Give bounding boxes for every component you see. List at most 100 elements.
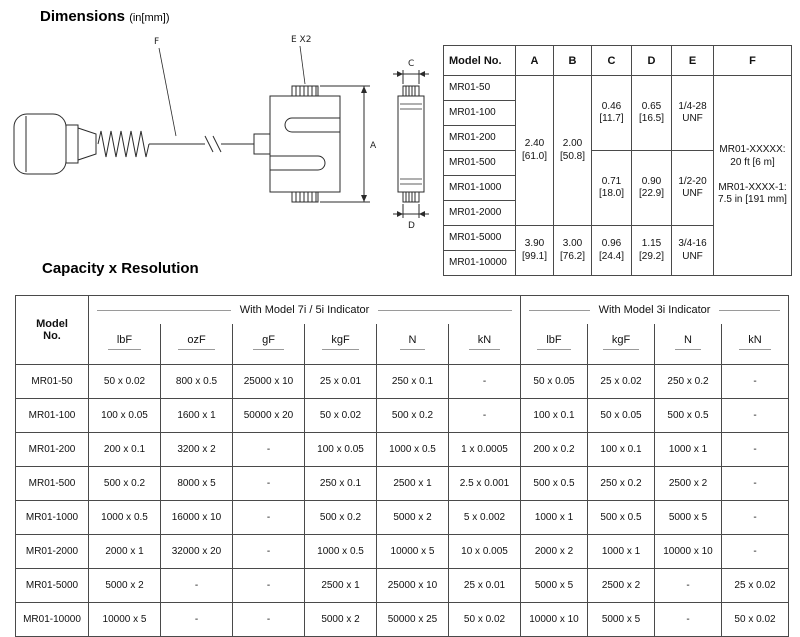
dim-model-cell: MR01-5000 xyxy=(443,225,516,251)
cap-value-cell: - xyxy=(232,534,305,569)
cap-value-cell: - xyxy=(232,602,305,637)
dim-header-b: B xyxy=(553,45,592,76)
cable-fitting xyxy=(253,133,271,155)
cap-unit-header: N xyxy=(654,324,722,365)
cap-value-cell: 10000 x 10 xyxy=(520,602,588,637)
cap-value-cell: 200 x 0.2 xyxy=(520,432,588,467)
capacity-title: Capacity x Resolution xyxy=(42,260,199,277)
coiled-cable xyxy=(97,130,150,158)
dimension-drawing: F E X2 A C D xyxy=(13,35,429,231)
cap-value-cell: - xyxy=(720,534,790,569)
dim-value-cell: 0.96[24.4] xyxy=(591,225,632,276)
cap-value-cell: - xyxy=(232,466,305,501)
cap-value-cell: 100 x 0.05 xyxy=(88,398,161,433)
cap-value-cell: 100 x 0.05 xyxy=(304,432,377,467)
dimensions-title-unit: (in[mm]) xyxy=(129,12,170,24)
cap-value-cell: 800 x 0.5 xyxy=(160,364,233,399)
cap-value-cell: 500 x 0.2 xyxy=(88,466,161,501)
cap-unit-header: ozF xyxy=(160,324,233,365)
cap-value-cell: 100 x 0.1 xyxy=(520,398,588,433)
dim-value-cell: 3.90[99.1] xyxy=(515,225,554,276)
cap-value-cell: 250 x 0.1 xyxy=(376,364,449,399)
cap-value-cell: 250 x 0.2 xyxy=(587,466,655,501)
dim-value-cell: 0.65[16.5] xyxy=(631,75,672,151)
cap-value-cell: 2000 x 2 xyxy=(520,534,588,569)
cap-unit-header: gF xyxy=(232,324,305,365)
cap-unit-header: lbF xyxy=(88,324,161,365)
cap-model-cell: MR01-100 xyxy=(15,398,89,433)
plug-neck xyxy=(65,124,79,164)
dim-value-cell: MR01-XXXXX:20 ft [6 m] MR01-XXXX-1:7.5 i… xyxy=(713,75,792,276)
dim-value-cell: 1.15[29.2] xyxy=(631,225,672,276)
cap-value-cell: 1000 x 1 xyxy=(520,500,588,535)
dimensions-title-text: Dimensions xyxy=(40,8,126,25)
cap-value-cell: 2500 x 2 xyxy=(587,568,655,603)
dim-row: MR01-2000 xyxy=(443,200,792,226)
cap-value-cell: 1000 x 0.5 xyxy=(88,500,161,535)
dim-value-cell: 2.00[50.8] xyxy=(553,75,592,226)
dim-header-e: E xyxy=(671,45,714,76)
dim-model-cell: MR01-50 xyxy=(443,75,516,101)
cap-value-cell: 500 x 0.2 xyxy=(376,398,449,433)
cap-value-cell: 500 x 0.5 xyxy=(520,466,588,501)
dim-value-cell: 0.46[11.7] xyxy=(591,75,632,151)
cap-value-cell: 32000 x 20 xyxy=(160,534,233,569)
cap-value-cell: 10 x 0.005 xyxy=(448,534,521,569)
cap-value-cell: 2000 x 1 xyxy=(88,534,161,569)
cap-value-cell: - xyxy=(232,432,305,467)
cap-value-cell: 1000 x 0.5 xyxy=(304,534,377,569)
cap-value-cell: - xyxy=(160,602,233,637)
cap-value-cell: 50 x 0.02 xyxy=(88,364,161,399)
cap-value-cell: 10000 x 10 xyxy=(654,534,722,569)
dim-value-cell: 0.90[22.9] xyxy=(631,150,672,226)
cap-value-cell: 100 x 0.1 xyxy=(587,432,655,467)
cap-value-cell: 5000 x 5 xyxy=(520,568,588,603)
cap-value-cell: 500 x 0.5 xyxy=(654,398,722,433)
cap-model-cell: MR01-200 xyxy=(15,432,89,467)
cap-value-cell: 10000 x 5 xyxy=(88,602,161,637)
dim-model-cell: MR01-100 xyxy=(443,100,516,126)
cap-value-cell: 2500 x 1 xyxy=(304,568,377,603)
cap-group-header-1: With Model 3i Indicator xyxy=(519,295,790,324)
cap-value-cell: 25 x 0.01 xyxy=(448,568,521,603)
cap-value-cell: 5000 x 2 xyxy=(88,568,161,603)
cap-value-cell: - xyxy=(654,568,722,603)
dim-value-cell: 3.00[76.2] xyxy=(553,225,592,276)
cap-unit-header: kgF xyxy=(587,324,655,365)
cap-value-cell: 16000 x 10 xyxy=(160,500,233,535)
cap-value-cell: 2500 x 2 xyxy=(654,466,722,501)
cap-value-cell: 5 x 0.002 xyxy=(448,500,521,535)
cap-value-cell: 1600 x 1 xyxy=(160,398,233,433)
cap-value-cell: - xyxy=(160,568,233,603)
cap-group-header-0: With Model 7i / 5i Indicator xyxy=(88,295,521,324)
cap-value-cell: - xyxy=(720,500,790,535)
dim-label-d: D xyxy=(408,221,415,231)
side-view-body xyxy=(397,95,425,193)
cap-value-cell: - xyxy=(448,364,521,399)
cap-value-cell: 1 x 0.0005 xyxy=(448,432,521,467)
cap-value-cell: 50000 x 25 xyxy=(376,602,449,637)
cap-value-cell: 50 x 0.02 xyxy=(720,602,790,637)
cap-value-cell: - xyxy=(654,602,722,637)
cap-value-cell: 50 x 0.02 xyxy=(448,602,521,637)
plug-body xyxy=(13,113,67,175)
dim-header-d: D xyxy=(631,45,672,76)
dim-value-cell: 0.71[18.0] xyxy=(591,150,632,226)
cap-value-cell: - xyxy=(720,466,790,501)
dim-value-cell: 2.40[61.0] xyxy=(515,75,554,226)
cap-value-cell: 5000 x 2 xyxy=(304,602,377,637)
